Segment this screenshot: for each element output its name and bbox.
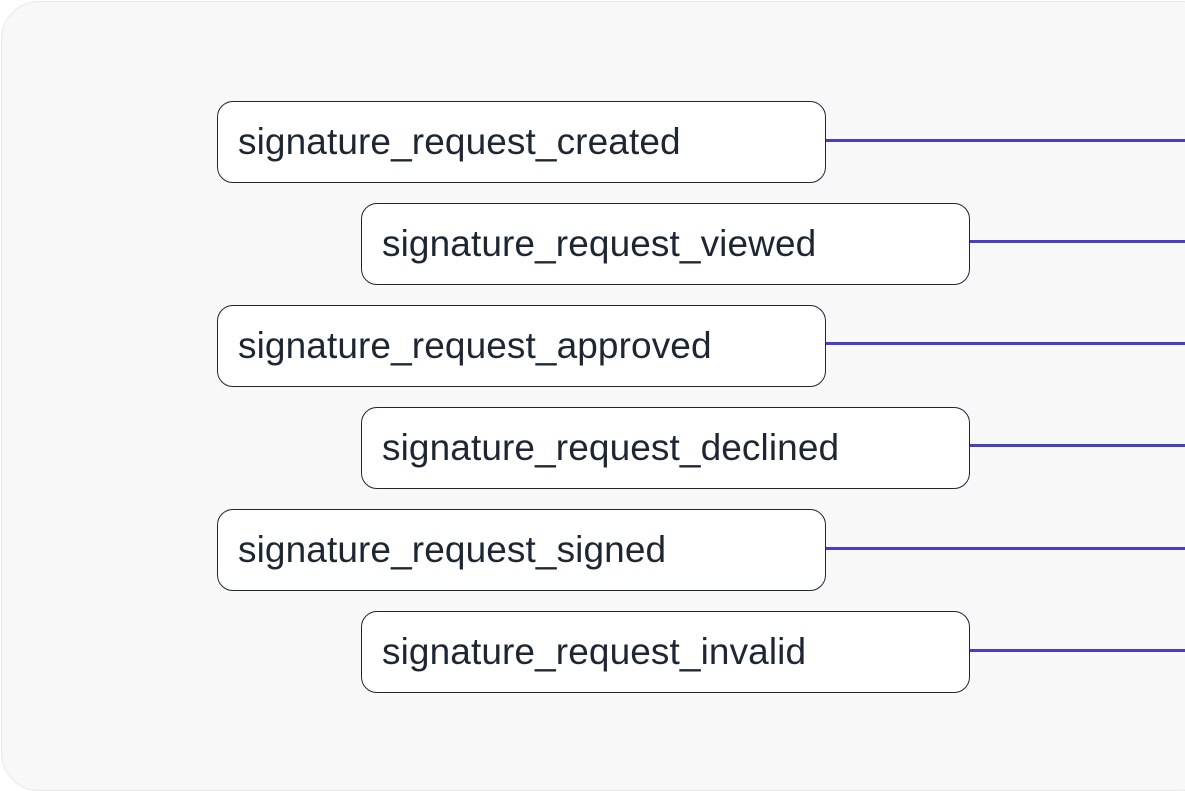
- event-box-approved: signature_request_approved: [217, 305, 826, 387]
- event-box-viewed: signature_request_viewed: [361, 203, 970, 285]
- connector-line: [968, 649, 1185, 652]
- event-label: signature_request_created: [238, 121, 681, 162]
- event-label: signature_request_signed: [238, 529, 667, 570]
- event-box-invalid: signature_request_invalid: [361, 611, 970, 693]
- event-box-declined: signature_request_declined: [361, 407, 970, 489]
- event-label: signature_request_declined: [382, 427, 840, 468]
- connector-line: [824, 342, 1185, 345]
- event-label: signature_request_invalid: [382, 631, 807, 672]
- connector-line: [824, 139, 1185, 142]
- event-box-created: signature_request_created: [217, 101, 826, 183]
- event-label: signature_request_viewed: [382, 223, 817, 264]
- event-label: signature_request_approved: [238, 325, 712, 366]
- event-box-signed: signature_request_signed: [217, 509, 826, 591]
- connector-line: [968, 444, 1185, 447]
- connector-line: [824, 547, 1185, 550]
- connector-line: [968, 240, 1185, 243]
